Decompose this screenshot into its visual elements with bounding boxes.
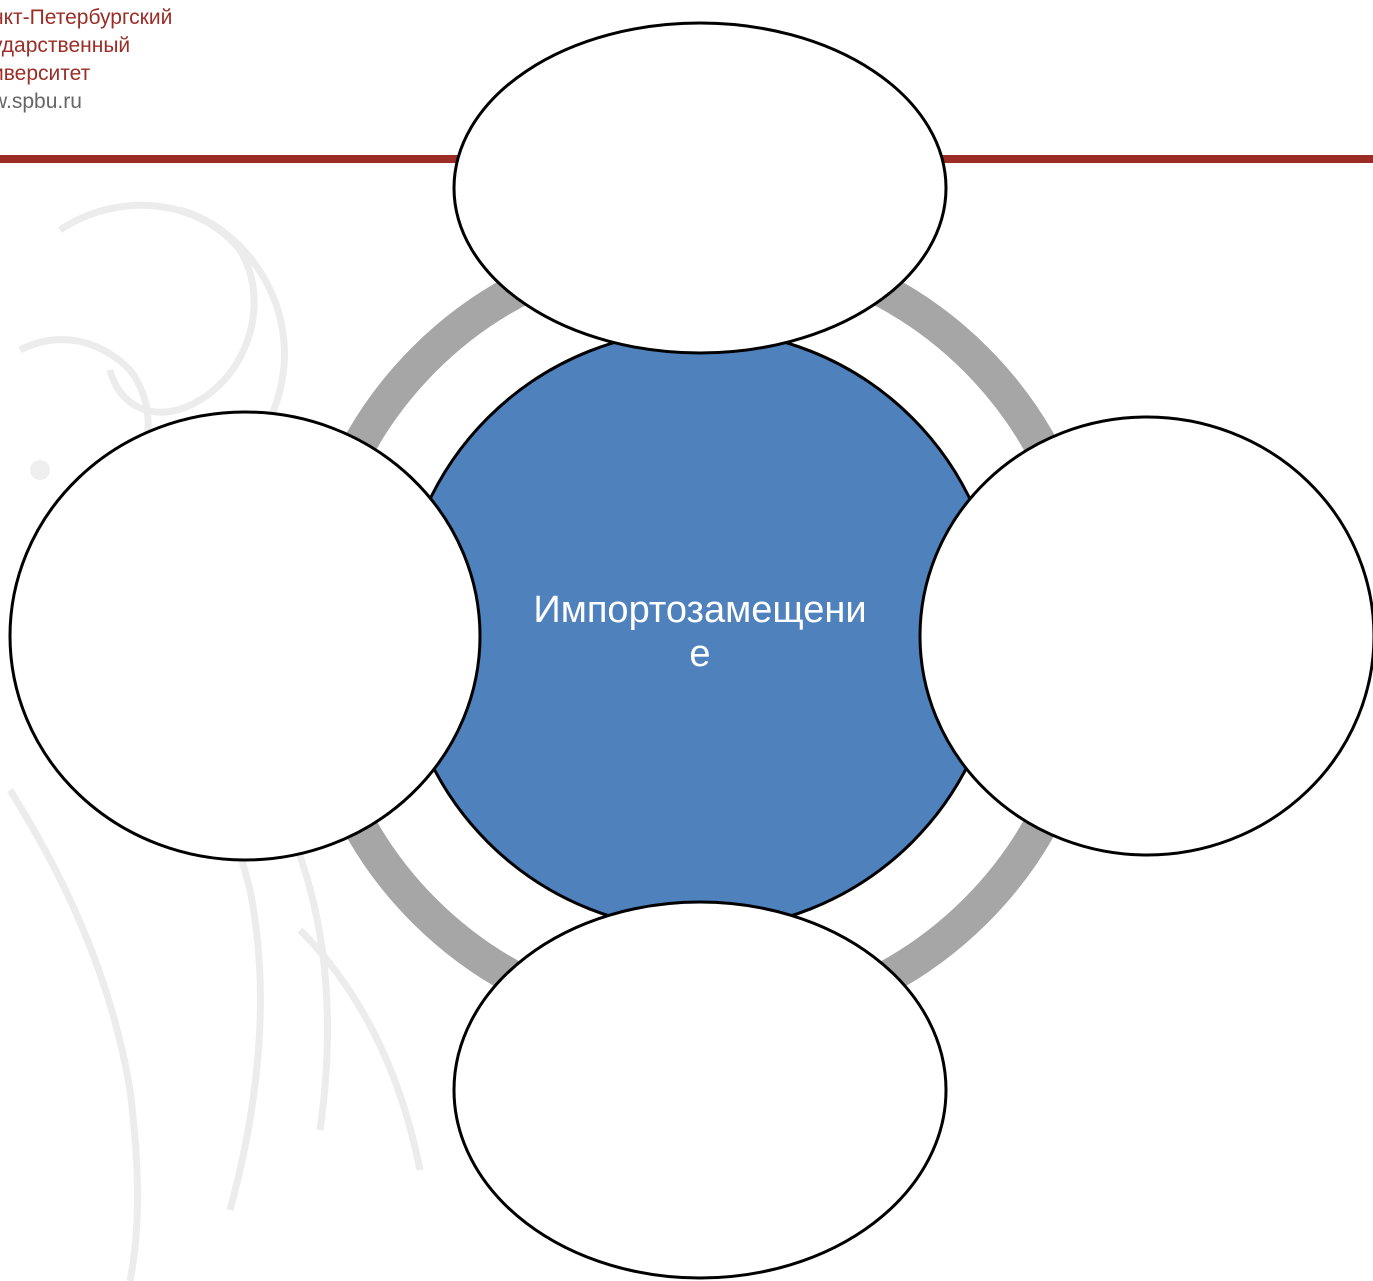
- satellite-right: [918, 415, 1373, 857]
- satellite-top: [452, 21, 948, 355]
- logo-line-1: нкт-Петербургский: [0, 6, 173, 29]
- center-label-line-2: е: [689, 633, 711, 675]
- logo-line-2: ударственный: [0, 34, 131, 57]
- satellite-left: [8, 410, 482, 862]
- center-label: Импортозамещени е: [470, 588, 930, 676]
- logo-line-3: иверситет: [0, 62, 91, 85]
- satellite-bottom: [452, 900, 948, 1280]
- logo-url: w.spbu.ru: [0, 90, 82, 113]
- center-label-line-1: Импортозамещени: [533, 589, 867, 631]
- university-logo: нкт-Петербургский ударственный иверситет…: [0, 4, 172, 116]
